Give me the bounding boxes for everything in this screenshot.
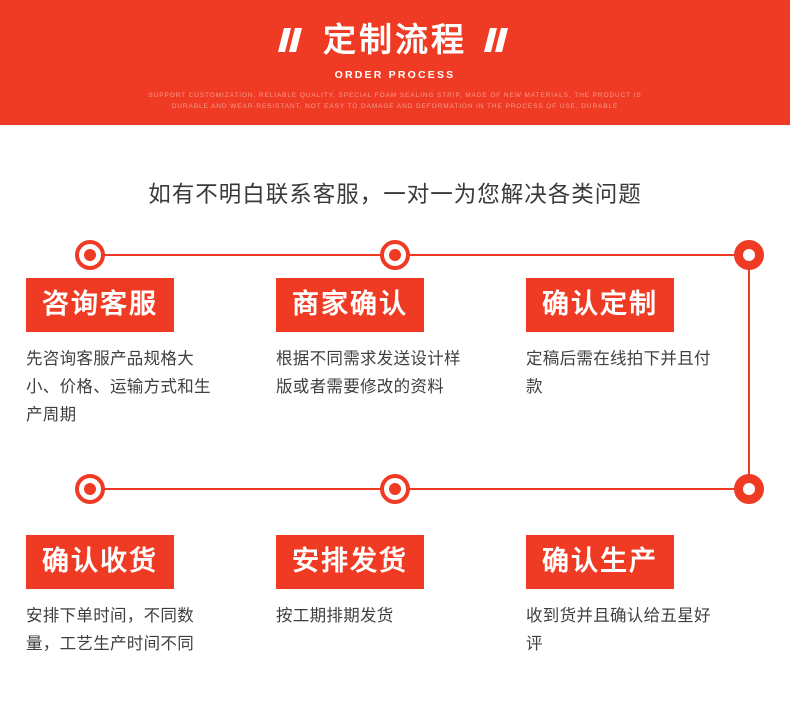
step-text-6: 收到货并且确认给五星好评: [526, 607, 711, 653]
connector-lines: [90, 254, 750, 490]
flow-node-4: [75, 474, 105, 504]
flow-node-3: [734, 240, 764, 270]
step-text-1: 先咨询客服产品规格大小、价格、运输方式和生产周期: [26, 350, 211, 424]
step-card-5: 安排发货 按工期排期发货: [276, 535, 472, 630]
step-card-3: 确认定制 定稿后需在线拍下并且付款: [526, 278, 722, 401]
flow-diagram: 咨询客服 先咨询客服产品规格大小、价格、运输方式和生产周期 商家确认 根据不同需…: [0, 239, 790, 699]
step-text-4: 安排下单时间，不同数量，工艺生产时间不同: [26, 607, 194, 653]
step-card-2: 商家确认 根据不同需求发送设计样版或者需要修改的资料: [276, 278, 472, 401]
banner-content: 定制流程 ORDER PROCESS SUPPORT CUSTOMIZATION…: [0, 0, 790, 125]
banner-title-cn: 定制流程: [323, 21, 467, 58]
banner-title-en: ORDER PROCESS: [334, 69, 456, 81]
banner-description: SUPPORT CUSTOMIZATION, RELIABLE QUALITY,…: [148, 92, 642, 110]
step-badge-1: 咨询客服: [26, 278, 174, 332]
flow-node-6: [734, 474, 764, 504]
step-badge-4: 确认收货: [26, 535, 174, 589]
flow-node-1: [75, 240, 105, 270]
banner-title-row: 定制流程: [278, 20, 511, 60]
step-badge-2: 商家确认: [276, 278, 424, 332]
step-card-6: 确认生产 收到货并且确认给五星好评: [526, 535, 722, 658]
header-banner: 定制流程 ORDER PROCESS SUPPORT CUSTOMIZATION…: [0, 0, 790, 125]
step-badge-6: 确认生产: [526, 535, 674, 589]
quote-left-icon: [278, 28, 305, 52]
flow-node-5: [380, 474, 410, 504]
step-card-1: 咨询客服 先咨询客服产品规格大小、价格、运输方式和生产周期: [26, 278, 222, 429]
step-badge-3: 确认定制: [526, 278, 674, 332]
quote-right-icon: [484, 28, 511, 52]
step-badge-5: 安排发货: [276, 535, 424, 589]
step-card-4: 确认收货 安排下单时间，不同数量，工艺生产时间不同: [26, 535, 222, 658]
page-subtitle: 如有不明白联系客服，一对一为您解决各类问题: [148, 182, 642, 207]
step-text-2: 根据不同需求发送设计样版或者需要修改的资料: [276, 350, 461, 396]
step-text-3: 定稿后需在线拍下并且付款: [526, 350, 711, 396]
flow-node-2: [380, 240, 410, 270]
step-text-5: 按工期排期发货: [276, 607, 394, 625]
